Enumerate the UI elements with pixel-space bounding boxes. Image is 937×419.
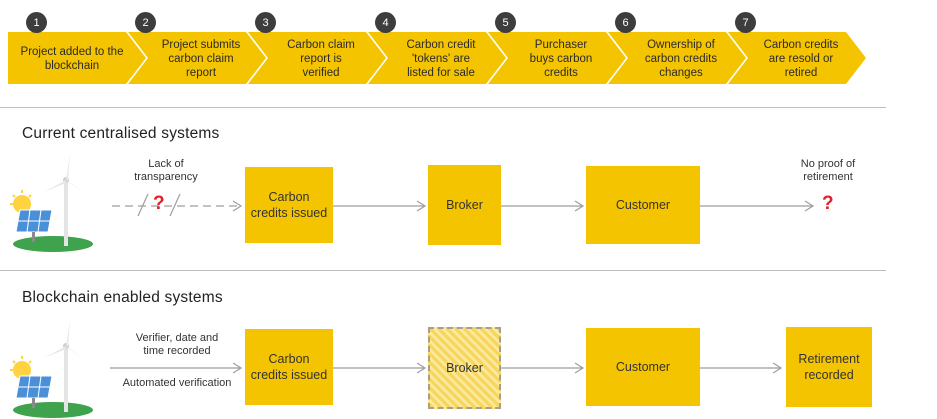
centralised-title: Current centralised systems: [22, 125, 220, 142]
retirement-question-mark: ?: [822, 193, 834, 214]
step-4-chevron: [368, 32, 506, 84]
step-6-badge: 6: [615, 12, 636, 33]
divider-top: [0, 107, 886, 108]
blockchain-connectors: [110, 362, 783, 374]
step-2-badge: 2: [135, 12, 156, 33]
blockchain-customer-box: Customer: [586, 328, 700, 406]
renewable-energy-icon: [10, 154, 93, 252]
step-4-label: Carbon credit 'tokens' are listed for sa…: [406, 39, 476, 79]
blockchain-broker-box: Broker: [428, 327, 501, 409]
centralised-carbon-credits-box: Carbon credits issued: [245, 167, 333, 243]
step-1-label: Project added to the blockchain: [20, 46, 124, 72]
renewable-energy-icon-2: [10, 320, 93, 418]
blockchain-carbon-credits-box: Carbon credits issued: [245, 329, 333, 405]
divider-bottom: [0, 270, 886, 271]
step-5-label: Purchaser buys carbon credits: [529, 39, 593, 79]
step-2-label: Project submits carbon claim report: [161, 39, 241, 79]
no-proof-note: No proof of retirement: [800, 158, 856, 183]
centralised-customer-box: Customer: [586, 166, 700, 244]
step-7-chevron: [728, 32, 866, 84]
step-5-badge: 5: [495, 12, 516, 33]
step-1-chevron: [8, 32, 146, 84]
step-3-chevron: [248, 32, 386, 84]
step-2-chevron: [128, 32, 266, 84]
step-3-label: Carbon claim report is verified: [287, 39, 355, 79]
blockchain-title: Blockchain enabled systems: [22, 289, 223, 306]
automated-verification-note: Automated verification: [122, 377, 232, 389]
step-1-badge: 1: [26, 12, 47, 33]
centralised-broker-box: Broker: [428, 165, 501, 245]
retirement-recorded-box: Retirement recorded: [786, 327, 872, 407]
step-5-chevron: [488, 32, 626, 84]
transparency-question-mark: ?: [153, 193, 165, 214]
verifier-note: Verifier, date and time recorded: [135, 332, 219, 357]
step-7-label: Carbon credits are resold or retired: [763, 39, 839, 79]
lack-of-transparency-note: Lack of transparency: [134, 158, 198, 183]
step-6-label: Ownership of carbon credits changes: [644, 39, 718, 79]
step-3-badge: 3: [255, 12, 276, 33]
centralised-connectors: [112, 193, 815, 217]
process-chevrons: [8, 32, 866, 84]
step-6-chevron: [608, 32, 746, 84]
step-4-badge: 4: [375, 12, 396, 33]
step-7-badge: 7: [735, 12, 756, 33]
